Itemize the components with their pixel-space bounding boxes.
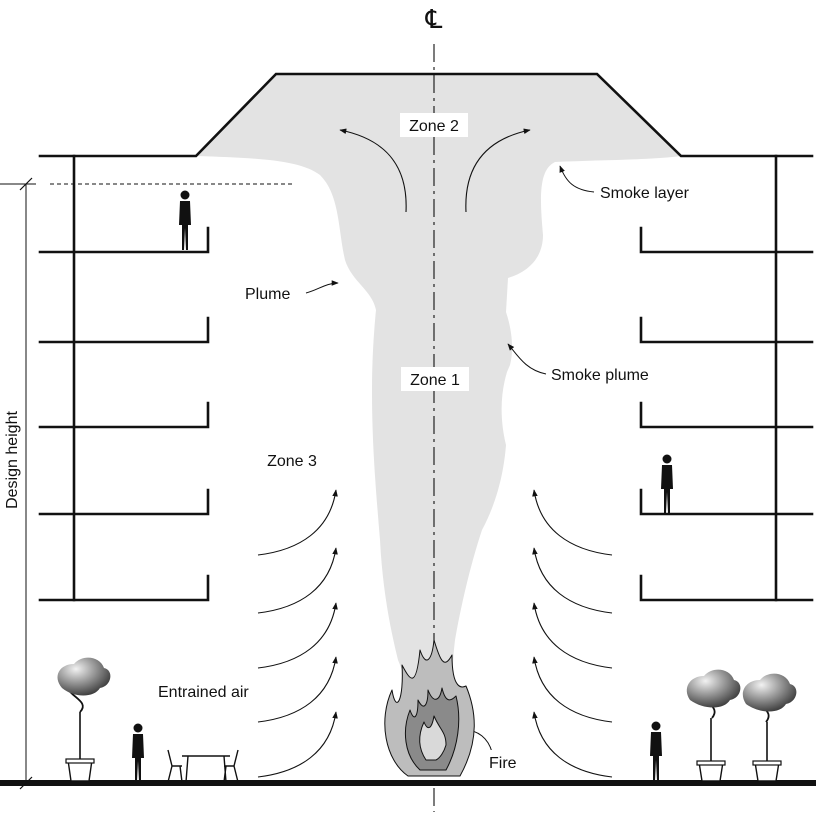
zone1-label-bg [401, 367, 469, 391]
fire-label-bg [485, 750, 527, 774]
smoke-plume-label: Smoke plume [551, 367, 649, 384]
design-height-dimension [0, 177, 294, 790]
person-icon [132, 723, 144, 781]
table-and-chairs [167, 749, 239, 783]
zone3-label: Zone 3 [267, 453, 317, 470]
plant-icon [742, 673, 797, 782]
right-building [639, 154, 814, 602]
centerline-symbol: ℄ [425, 5, 443, 35]
plume-leader [305, 280, 339, 294]
left-building [38, 154, 210, 602]
fire-label: Fire [489, 755, 517, 772]
atrium-roof [38, 72, 814, 158]
person-icon [661, 454, 673, 513]
person-icon [179, 190, 191, 250]
design-height-label: Design height [4, 411, 21, 509]
person-icon [650, 721, 662, 781]
plume-label: Plume [245, 286, 290, 303]
zone2-arrow-left [339, 128, 407, 213]
zone2-label-bg [400, 113, 468, 137]
smoke-layer-leader [559, 165, 595, 193]
zone2-arrow-right [465, 128, 531, 213]
fire-flames [384, 639, 475, 777]
smoke-plume-leader [507, 343, 547, 375]
smoke-layer-label: Smoke layer [600, 185, 690, 202]
smoke-plume-fill [196, 74, 681, 745]
entrained-air-arrows [257, 489, 613, 778]
zone2-label: Zone 2 [409, 118, 459, 135]
plant-icon [57, 657, 111, 782]
entrained-air-label: Entrained air [158, 684, 249, 701]
zone1-label: Zone 1 [410, 372, 460, 389]
plant-icon [686, 669, 741, 782]
